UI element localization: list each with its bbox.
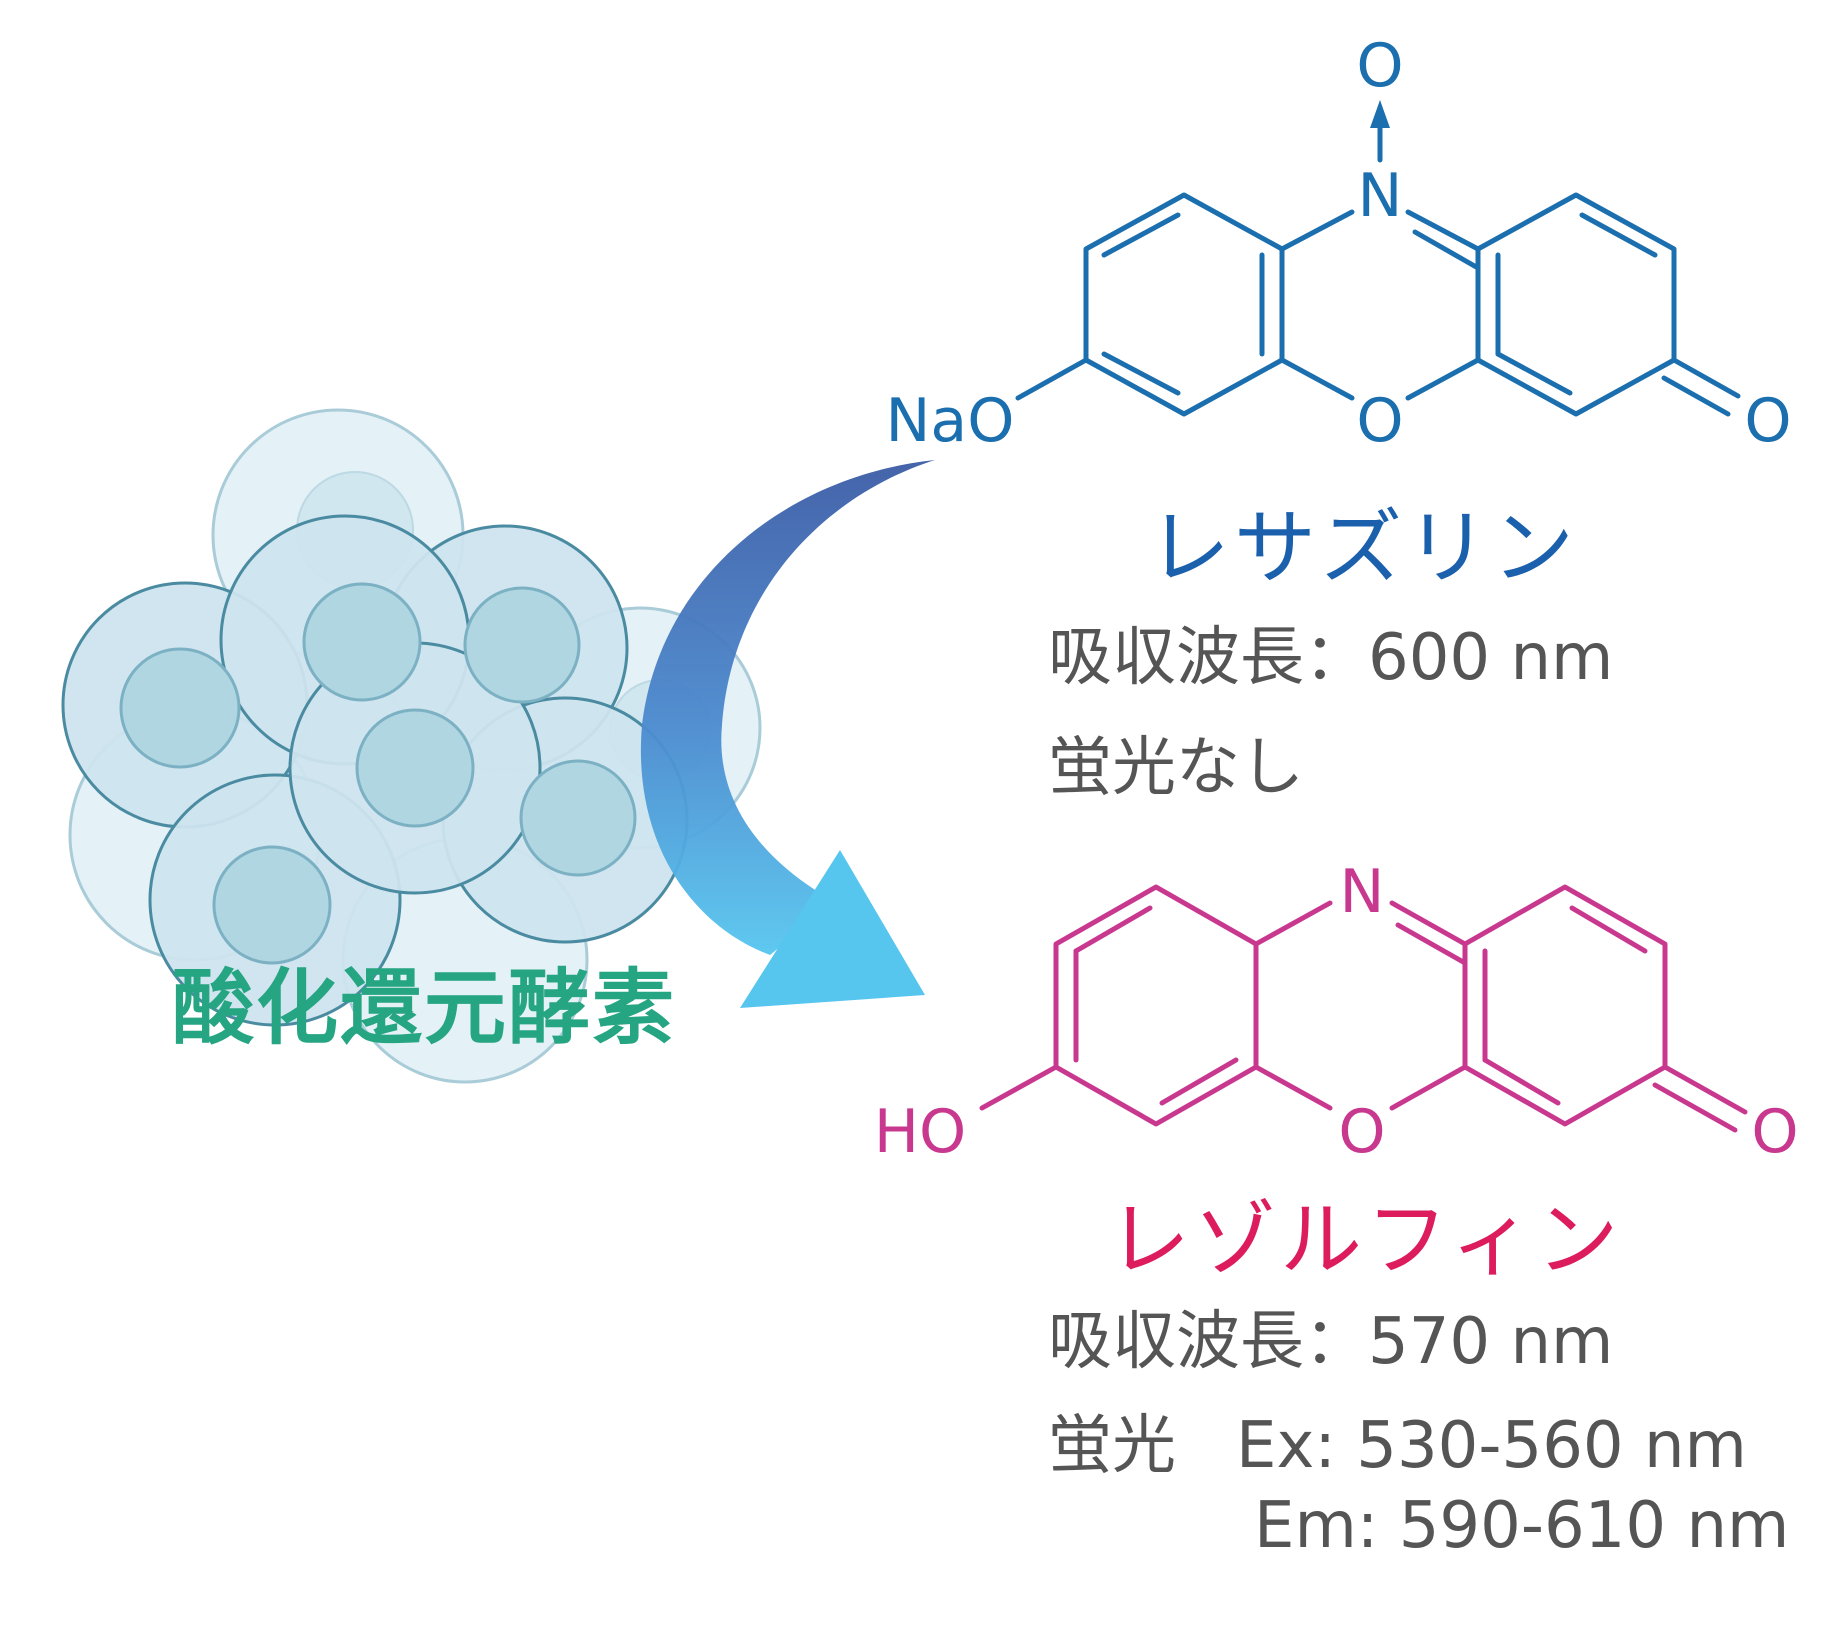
bond	[1652, 1082, 1738, 1133]
resazurin-name: レサズリン	[1148, 501, 1579, 596]
resorufin-right-ring	[1462, 884, 1668, 1127]
bond	[1395, 922, 1468, 966]
emission-range: Em: 590-610 nm	[1254, 1489, 1790, 1563]
atom-n: N	[1340, 857, 1385, 927]
atom-n: N	[1358, 161, 1403, 231]
bond	[1495, 351, 1573, 396]
foreground-nuclei	[119, 582, 637, 965]
bond	[1073, 905, 1153, 954]
resorufin-name: レゾルフィン	[1108, 1193, 1623, 1288]
bond	[1389, 1064, 1468, 1111]
bond	[1405, 209, 1481, 252]
resazurin-fluorescence: 蛍光なし	[1048, 731, 1304, 805]
bond	[1101, 212, 1181, 258]
bond	[1279, 357, 1355, 401]
atom-o-ring: O	[1338, 1097, 1385, 1167]
enzyme-label: 酸化還元酵素	[172, 961, 677, 1056]
fluorescence-prefix: 蛍光	[1048, 1409, 1176, 1483]
atom-o-ring: O	[1356, 386, 1403, 456]
arrow-head	[740, 850, 925, 1008]
atom-o-keto: O	[1751, 1097, 1798, 1167]
bond	[979, 1064, 1059, 1111]
bond	[1579, 212, 1658, 258]
bond	[1569, 905, 1648, 954]
resorufin-absorption: 吸収波長：570 nm	[1048, 1305, 1614, 1379]
n-oxide-arrowhead	[1370, 100, 1390, 128]
bond	[1662, 1064, 1748, 1115]
bond	[1389, 900, 1468, 947]
bond	[1405, 357, 1481, 401]
arrow-shaft	[640, 460, 935, 955]
bond	[1279, 209, 1355, 252]
bond	[1482, 1057, 1561, 1106]
bond	[1412, 229, 1481, 271]
excitation-range: Ex: 530-560 nm	[1236, 1409, 1747, 1483]
bond	[1671, 357, 1741, 399]
bond	[1101, 351, 1181, 396]
atom-o-top: O	[1356, 31, 1403, 101]
atom-nao: NaO	[886, 386, 1015, 456]
resazurin-absorption: 吸収波長：600 nm	[1048, 621, 1614, 695]
bond	[1015, 357, 1089, 401]
bond	[1159, 1057, 1239, 1106]
atom-ho: HO	[874, 1097, 966, 1167]
bond	[1253, 1064, 1333, 1111]
atom-o-keto: O	[1744, 386, 1791, 456]
bond	[1661, 375, 1731, 417]
bond	[1253, 900, 1333, 947]
resorufin-left-ring	[1053, 884, 1259, 1127]
